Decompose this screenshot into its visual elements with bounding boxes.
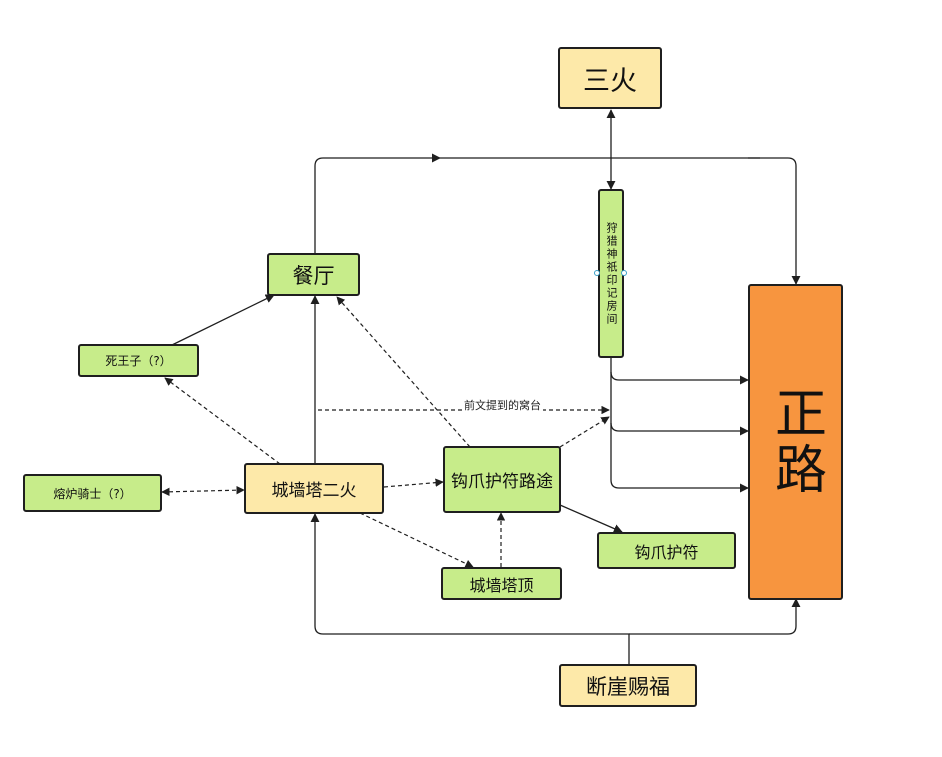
edge-ronglu-erhuo xyxy=(161,485,245,497)
edge-siwangzi-to-canting xyxy=(171,294,275,346)
edge-erhuo-to-top xyxy=(359,512,474,568)
edge-erhuo-to-siwangzi xyxy=(164,377,281,465)
node-canting: 餐厅 xyxy=(267,253,360,296)
edge-erhuo-to-route xyxy=(383,478,444,488)
edge-route-to-amulet xyxy=(559,504,623,533)
node-zhenglu-label: 正路 xyxy=(765,386,826,498)
edge-route-to-canting xyxy=(336,296,471,448)
edge-hunting-to-zhenglu-2 xyxy=(610,372,749,436)
edge-route-to-hunting xyxy=(559,416,610,448)
edge-label-ledge: 前文提到的窝台 xyxy=(462,397,543,413)
node-gouzhao-amulet: 钩爪护符 xyxy=(597,532,736,569)
selection-handle-left xyxy=(594,270,600,276)
node-zhenglu: 正路 xyxy=(748,284,843,600)
node-ronglu: 熔炉骑士（?） xyxy=(23,474,162,512)
node-duanya: 断崖赐福 xyxy=(559,664,697,707)
node-chengqiang-erhuo: 城墙塔二火 xyxy=(244,463,384,514)
edge-hunting-to-zhenglu-3 xyxy=(610,423,749,493)
node-sanhuo: 三火 xyxy=(558,47,662,109)
edge-hunting-to-zhenglu-1 xyxy=(610,357,749,385)
node-chengqiang-top: 城墙塔顶 xyxy=(441,567,562,600)
edge-duanya-to-erhuo xyxy=(310,513,630,664)
node-gouzhao-route: 钩爪护符路途 xyxy=(443,446,561,513)
edge-duanya-to-zhenglu xyxy=(629,598,801,635)
edge-top-to-zhenglu xyxy=(748,157,801,285)
selection-handle-right xyxy=(621,270,627,276)
edge-erhuo-up-to-top-line xyxy=(314,153,441,253)
node-siwangzi: 死王子（?） xyxy=(78,344,199,377)
